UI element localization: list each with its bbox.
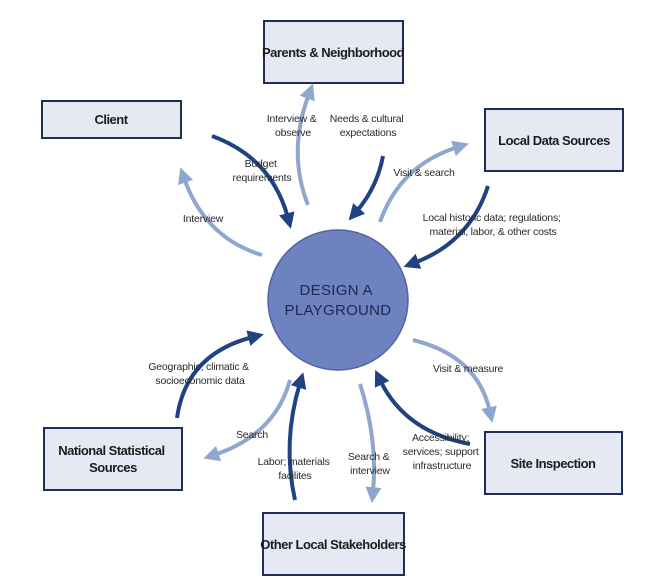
box-local-data-label: Local Data Sources	[498, 133, 610, 148]
center-circle	[267, 229, 409, 371]
label-labor-materials: Labor; materials facilites	[258, 456, 333, 482]
label-interview-client: Interview	[183, 213, 224, 225]
box-local-data-sources: Local Data Sources	[484, 108, 624, 172]
label-geographic-line-1: Geographic, climatic &	[148, 361, 249, 373]
center-label-line-2: PLAYGROUND	[285, 302, 392, 319]
center-label-line-1: DESIGN A	[300, 282, 373, 299]
label-local-historic-line-2: material, labor, & other costs	[429, 226, 556, 238]
label-local-historic-line-1: Local historic data; regulations;	[423, 212, 561, 224]
label-labor-materials-line-2: facilites	[278, 470, 311, 482]
arrow-search-to-national	[203, 379, 292, 462]
label-needs-cultural: Needs & cultural expectations	[330, 113, 407, 139]
box-stakeholders-rect	[262, 512, 405, 576]
label-labor-materials-line-1: Labor; materials	[258, 456, 330, 468]
box-parents-rect	[263, 20, 404, 84]
label-geographic: Geographic, climatic & socioeconomic dat…	[148, 361, 251, 387]
label-budget: Budget requirements	[233, 158, 292, 184]
center-node: DESIGN A PLAYGROUND	[267, 229, 409, 371]
label-visit-search: Visit & search	[393, 167, 455, 179]
arrow-interview-observe-to-parents	[295, 83, 315, 206]
arrow-visit-search-to-local-data	[378, 140, 469, 223]
center-label: DESIGN A PLAYGROUND	[285, 282, 392, 319]
box-stakeholders-label: Other Local Stakeholders	[260, 537, 406, 552]
label-accessibility-line-2: services; support	[403, 446, 479, 458]
label-search-interview-line-1: Search &	[348, 451, 390, 463]
label-local-historic: Local historic data; regulations; materi…	[423, 212, 564, 238]
label-search-national-line-1: Search	[236, 429, 268, 441]
arrow-visit-measure-to-site	[412, 338, 497, 423]
label-interview-observe-line-2: observe	[275, 127, 311, 139]
arrow-needs-to-center	[348, 155, 385, 221]
box-parents-neighborhood: Parents & Neighborhood	[262, 20, 405, 84]
label-search-national: Search	[236, 429, 268, 441]
box-site-inspection: Site Inspection	[484, 431, 623, 495]
box-client-rect	[41, 100, 182, 139]
box-client-label: Client	[94, 112, 128, 127]
label-search-interview-line-2: interview	[350, 465, 390, 477]
label-search-interview: Search & interview	[348, 451, 392, 477]
arrow-budget-to-center	[211, 134, 295, 229]
arrow-accessibility-to-center	[374, 369, 471, 446]
label-geographic-line-2: socioeconomic data	[155, 375, 245, 387]
arrow-local-historic-to-center	[403, 185, 490, 269]
label-visit-measure-line-1: Visit & measure	[433, 363, 504, 375]
arrow-search-interview-to-stakeholders	[358, 383, 382, 504]
arrow-interview-to-client	[178, 167, 263, 257]
label-accessibility-line-3: infrastructure	[413, 460, 472, 472]
box-local-data-label-line-1: Local Data Sources	[498, 133, 610, 148]
box-national-label: National Statistical Sources	[58, 443, 167, 475]
box-national-rect	[43, 427, 183, 491]
box-national-label-line-2: Sources	[89, 460, 137, 475]
box-site-label-line-1: Site Inspection	[511, 456, 597, 471]
box-national-label-line-1: National Statistical	[58, 443, 164, 458]
box-local-data-rect	[484, 108, 624, 172]
box-site-rect	[484, 431, 623, 495]
box-site-label: Site Inspection	[511, 456, 597, 471]
label-interview-client-line-1: Interview	[183, 213, 224, 225]
label-accessibility-line-1: Accessibility;	[412, 432, 469, 444]
arrow-labor-to-center	[287, 372, 307, 501]
box-stakeholders-label-line-1: Other Local Stakeholders	[260, 537, 406, 552]
label-interview-observe: Interview & observe	[267, 113, 319, 139]
label-visit-search-line-1: Visit & search	[393, 167, 455, 179]
box-client-label-line-1: Client	[94, 112, 128, 127]
box-parents-label: Parents & Neighborhood	[262, 45, 405, 60]
label-needs-cultural-line-1: Needs & cultural	[330, 113, 404, 125]
box-parents-label-line-1: Parents & Neighborhood	[262, 45, 405, 60]
label-visit-measure: Visit & measure	[433, 363, 504, 375]
label-budget-line-2: requirements	[233, 172, 292, 184]
label-needs-cultural-line-2: expectations	[340, 127, 397, 139]
arrow-geographic-to-center	[175, 330, 264, 419]
label-interview-observe-line-1: Interview &	[267, 113, 317, 125]
label-budget-line-1: Budget	[245, 158, 277, 170]
label-accessibility: Accessibility; services; support infrast…	[403, 432, 482, 472]
box-other-local-stakeholders: Other Local Stakeholders	[260, 512, 407, 576]
box-client: Client	[41, 100, 182, 139]
box-national-statistical-sources: National Statistical Sources	[43, 427, 183, 491]
